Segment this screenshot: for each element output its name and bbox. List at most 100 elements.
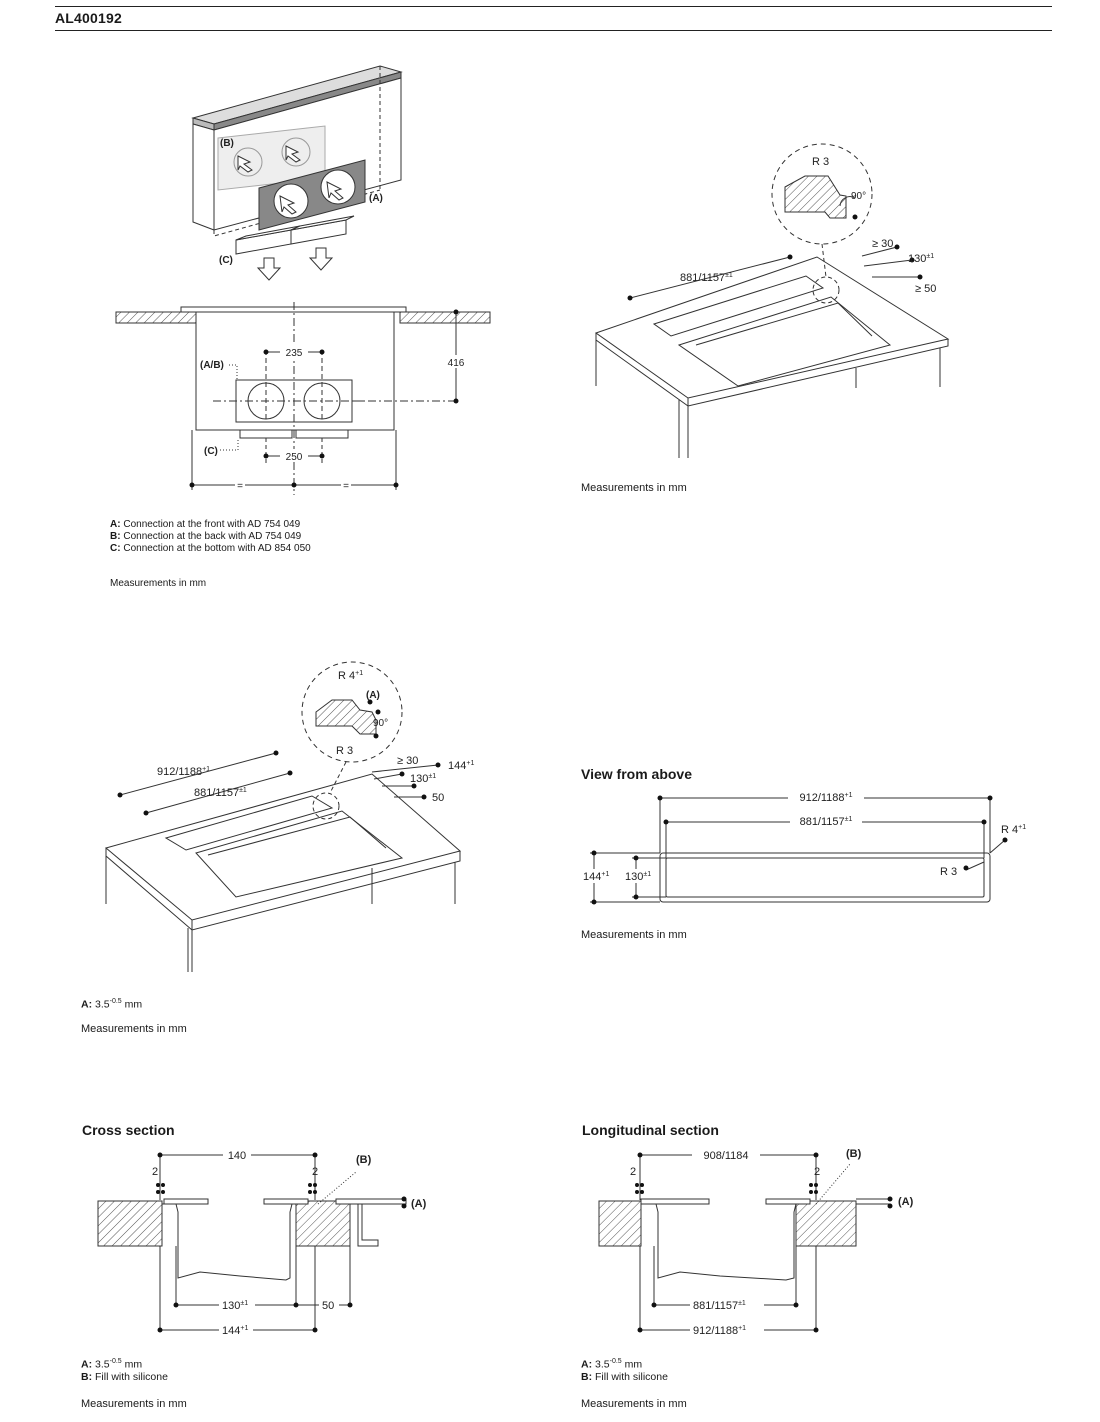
fig5-dim-50: 50 (322, 1300, 334, 1312)
fig1-eq-right: = (343, 481, 349, 492)
fig2-r3: R 3 (812, 156, 829, 168)
fig5-label-b: (B) (356, 1154, 372, 1166)
fig4-144-bg (580, 869, 608, 883)
fig3-dim-130: 130±1 (410, 773, 436, 785)
fig5-dim-140: 140 (228, 1150, 246, 1162)
fig6-section (598, 1154, 890, 1331)
fig1-legend: A: Connection at the front with AD 754 0… (110, 519, 311, 555)
fig1-label-a: (A) (369, 193, 383, 204)
fig2-detail-circle (771, 143, 873, 304)
fig3-angle: 90° (373, 718, 388, 729)
fig1-label-c-elev: (C) (204, 446, 218, 457)
fig5-dim-144: 144+1 (222, 1325, 248, 1337)
fig1-eq-bg-right (341, 480, 351, 490)
fig6-measurements-note: Measurements in mm (581, 1398, 687, 1410)
fig4-dim-881: 881/1157±1 (800, 816, 853, 828)
fig1-unit-isometric (191, 65, 403, 281)
fig2-ge50: ≥ 50 (915, 283, 936, 295)
fig6-dim-2-left: 2 (630, 1166, 636, 1178)
fig1-legend-c: C: Connection at the bottom with AD 854 … (110, 543, 311, 554)
fig5-dimension-dots (156, 1152, 407, 1333)
fig6-908-bg (692, 1148, 760, 1161)
fig6-dimension-dots (635, 1152, 893, 1333)
fig4-dim-144: 144+1 (583, 871, 609, 883)
fig4-912-bg (788, 790, 864, 804)
fig5-measurements-note: Measurements in mm (81, 1398, 187, 1410)
fig1-dim-250: 250 (286, 452, 303, 463)
fig5-dim-2-right: 2 (312, 1166, 318, 1178)
fig5-50-bg (319, 1298, 339, 1312)
fig4-r3: R 3 (940, 866, 957, 878)
fig1-front-elevation (115, 302, 491, 495)
fig5-130-bg (219, 1298, 255, 1312)
fig5-140-bg (223, 1148, 251, 1161)
fig5-section (97, 1154, 407, 1331)
fig6-label-a: (A) (898, 1196, 914, 1208)
fig2-dimension-dots (627, 214, 923, 301)
fig2-worktop (594, 256, 950, 458)
fig3-dim-144: 144+1 (448, 760, 474, 772)
fig1-legend-a: A: Connection at the front with AD 754 0… (110, 519, 301, 530)
fig6-legend-a: A: 3.5-0.5 mm (581, 1358, 643, 1371)
fig4-title: View from above (581, 766, 693, 782)
fig6-legend-b: B: Fill with silicone (581, 1371, 668, 1383)
fig1-eq-left: = (237, 481, 243, 492)
fig2-dim-881: 881/1157±1 (680, 272, 733, 284)
fig3-dim-881: 881/1157±1 (194, 787, 247, 799)
fig1-dim-235: 235 (286, 348, 303, 359)
fig2-ge30: ≥ 30 (872, 238, 893, 250)
fig3-legend-a: A: 3.5-0.5 mm (81, 998, 143, 1011)
fig4-plan (590, 797, 1006, 903)
fig6-dim-2-right: 2 (814, 1166, 820, 1178)
fig4-r4: R 4+1 (1001, 824, 1026, 836)
fig6-912-bg (690, 1323, 764, 1337)
fig1-416-bg (444, 355, 468, 368)
fig3-worktop (104, 773, 462, 972)
fig5-144-bg (219, 1323, 253, 1337)
fig5-legend: A: 3.5-0.5 mm B: Fill with silicone (81, 1356, 168, 1384)
fig1-235-bg (280, 345, 308, 358)
fig4-130-bg (622, 869, 656, 883)
header-bottom-rule (55, 30, 1052, 31)
fig1-dim-416: 416 (448, 358, 465, 369)
fig5-dim-2-left: 2 (152, 1166, 158, 1178)
document-id: AL400192 (55, 10, 122, 26)
fig6-legend: A: 3.5-0.5 mm B: Fill with silicone (581, 1356, 668, 1384)
fig6-label-b: (B) (846, 1148, 862, 1160)
fig1-legend-b: B: Connection at the back with AD 754 04… (110, 531, 302, 542)
fig5-title: Cross section (82, 1122, 175, 1138)
fig1-label-c: (C) (219, 255, 233, 266)
fig1-dimension-dots (189, 309, 459, 488)
fig3-label-a: (A) (366, 690, 380, 701)
fig1-measurements-note: Measurements in mm (110, 578, 207, 589)
fig6-title: Longitudinal section (582, 1122, 719, 1138)
fig2-measurements-note: Measurements in mm (581, 482, 687, 494)
fig3-ge30: ≥ 30 (397, 755, 418, 767)
fig3-measurements-note: Measurements in mm (81, 1023, 187, 1035)
header-top-rule (55, 6, 1052, 7)
fig4-dim-912: 912/1188+1 (799, 792, 852, 804)
fig5-label-a: (A) (411, 1198, 427, 1210)
fig6-dim-908: 908/1184 (703, 1150, 748, 1162)
fig5-legend-b: B: Fill with silicone (81, 1371, 168, 1383)
fig1-label-b: (B) (220, 138, 234, 149)
fig6-dim-881: 881/1157±1 (693, 1300, 746, 1312)
fig3-dimension-lines (119, 752, 439, 814)
fig4-measurements-note: Measurements in mm (581, 929, 687, 941)
fig4-dimension-dots (591, 795, 1008, 905)
fig2-dimension-lines (629, 246, 920, 299)
fig2-dim-130: 130±1 (908, 253, 934, 265)
fig5-legend-a: A: 3.5-0.5 mm (81, 1358, 143, 1371)
fig3-dim-50: 50 (432, 792, 444, 804)
fig4-dim-130: 130±1 (625, 871, 651, 883)
fig1-eq-bg-left (235, 480, 245, 490)
fig6-881-bg (690, 1298, 764, 1312)
fig3-dim-912: 912/1188+1 (157, 766, 210, 778)
fig4-881-bg (790, 814, 862, 828)
fig6-dim-912: 912/1188+1 (693, 1325, 746, 1337)
fig3-r3: R 3 (336, 745, 353, 757)
fig1-250-bg (280, 449, 308, 462)
fig3-dimension-dots (117, 699, 441, 816)
fig3-r4: R 4+1 (338, 670, 363, 682)
